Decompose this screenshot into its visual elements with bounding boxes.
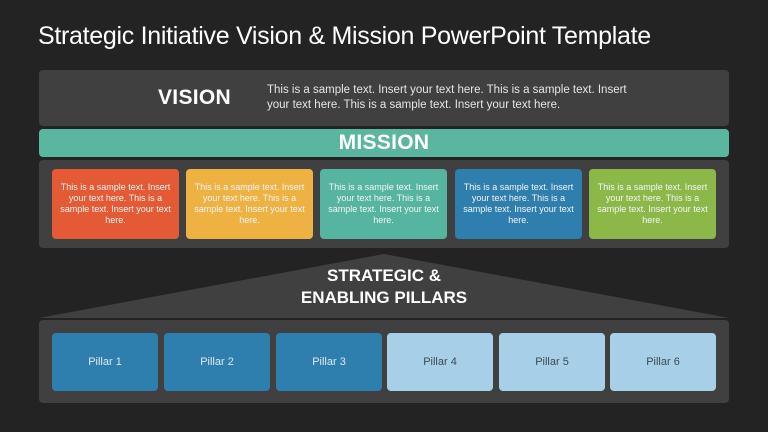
pillars-title: STRATEGIC & ENABLING PILLARS <box>0 265 768 309</box>
pillar-3: Pillar 3 <box>276 333 382 391</box>
pillars-title-line2: ENABLING PILLARS <box>300 288 468 307</box>
vision-label: VISION <box>158 86 231 109</box>
pillars-roof-triangle <box>39 254 729 318</box>
pillar-5: Pillar 5 <box>499 333 605 391</box>
mission-card-4: This is a sample text. Insert your text … <box>455 169 582 239</box>
pillar-1: Pillar 1 <box>52 333 158 391</box>
pillar-4: Pillar 4 <box>387 333 493 391</box>
pillars-title-line1: STRATEGIC & <box>327 266 441 285</box>
pillar-2: Pillar 2 <box>164 333 270 391</box>
vision-text: This is a sample text. Insert your text … <box>267 84 627 111</box>
mission-bar: MISSION <box>39 129 729 157</box>
vision-panel <box>39 70 729 126</box>
mission-card-5: This is a sample text. Insert your text … <box>589 169 716 239</box>
mission-card-1: This is a sample text. Insert your text … <box>52 169 179 239</box>
mission-card-3: This is a sample text. Insert your text … <box>320 169 447 239</box>
slide-title: Strategic Initiative Vision & Mission Po… <box>38 22 651 50</box>
mission-card-2: This is a sample text. Insert your text … <box>186 169 313 239</box>
pillar-6: Pillar 6 <box>610 333 716 391</box>
mission-label: MISSION <box>338 131 430 154</box>
